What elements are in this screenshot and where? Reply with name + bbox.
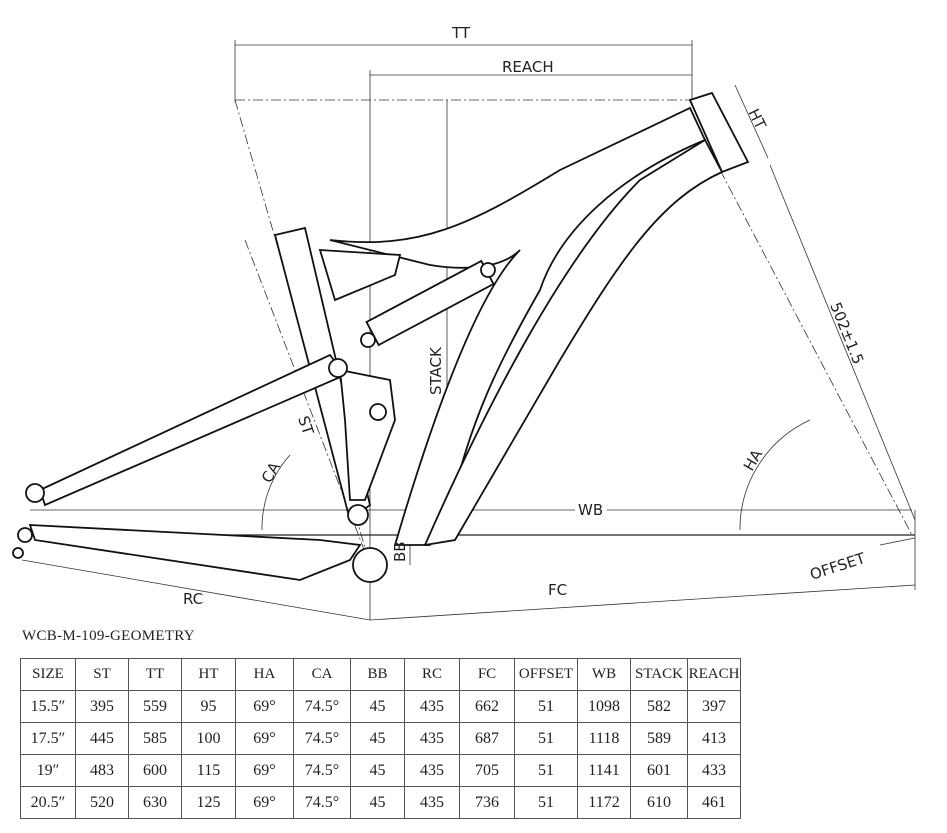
table-cell: 610 [630, 786, 688, 819]
label-fc: FC [548, 581, 567, 599]
table-cell: 45 [350, 722, 405, 755]
table-cell: 397 [687, 690, 741, 723]
label-stack: STACK [427, 346, 445, 395]
table-cell: 51 [514, 754, 578, 787]
table-cell: 69° [235, 754, 294, 787]
header-cell: OFFSET [514, 658, 578, 691]
table-cell: 600 [128, 754, 182, 787]
table-cell: 413 [687, 722, 741, 755]
table-cell: 69° [235, 722, 294, 755]
table-cell: 69° [235, 786, 294, 819]
table-cell: 1098 [577, 690, 631, 723]
table-cell: 662 [459, 690, 515, 723]
table-cell: 69° [235, 690, 294, 723]
table-cell: 74.5° [293, 786, 351, 819]
table-cell: 45 [350, 690, 405, 723]
header-cell: SIZE [20, 658, 76, 691]
bike-frame [12, 91, 750, 583]
table-cell: 74.5° [293, 690, 351, 723]
header-cell: STACK [630, 658, 688, 691]
table-cell: 115 [181, 754, 236, 787]
label-st: ST [294, 414, 317, 438]
table-cell: 1172 [577, 786, 631, 819]
label-tt: TT [451, 24, 471, 42]
table-cell: 445 [75, 722, 129, 755]
table-header-row: SIZE ST TT HT HA CA BB RC FC OFFSET WB S… [20, 658, 741, 691]
table-cell: 435 [404, 754, 460, 787]
table-cell: 435 [404, 722, 460, 755]
table-cell: 435 [404, 786, 460, 819]
header-cell: WB [577, 658, 631, 691]
table-cell: 736 [459, 786, 515, 819]
table-cell: 51 [514, 786, 578, 819]
header-cell: HT [181, 658, 236, 691]
table-cell: 435 [404, 690, 460, 723]
label-wb: WB [578, 501, 603, 519]
header-cell: CA [293, 658, 351, 691]
label-reach: REACH [502, 58, 554, 76]
header-cell: ST [75, 658, 129, 691]
table-cell: 483 [75, 754, 129, 787]
table-cell: 630 [128, 786, 182, 819]
geometry-table: SIZE ST TT HT HA CA BB RC FC OFFSET WB S… [20, 658, 741, 819]
table-cell: 705 [459, 754, 515, 787]
header-cell: HA [235, 658, 294, 691]
size-cell: 17.5″ [20, 722, 76, 755]
label-ha: HA [740, 446, 767, 474]
header-cell: REACH [687, 658, 741, 691]
table-cell: 51 [514, 690, 578, 723]
frame-geometry-drawing: TT REACH HT STACK ST CA HA 502±1.5 WB BB… [12, 24, 916, 621]
table-cell: 74.5° [293, 722, 351, 755]
header-cell: FC [459, 658, 515, 691]
label-bb: BB [391, 541, 409, 562]
table-cell: 100 [181, 722, 236, 755]
table-cell: 433 [687, 754, 741, 787]
table-cell: 687 [459, 722, 515, 755]
table-cell: 51 [514, 722, 578, 755]
label-rc: RC [183, 590, 203, 608]
label-offset: OFFSET [808, 549, 869, 584]
table-cell: 395 [75, 690, 129, 723]
table-cell: 95 [181, 690, 236, 723]
table-cell: 45 [350, 786, 405, 819]
header-cell: TT [128, 658, 182, 691]
label-ht: HT [744, 106, 770, 133]
header-cell: BB [350, 658, 405, 691]
model-title: WCB-M-109-GEOMETRY [22, 628, 195, 644]
label-fork-length: 502±1.5 [826, 300, 867, 367]
table-cell: 1118 [577, 722, 631, 755]
label-ca: CA [258, 458, 284, 486]
table-cell: 461 [687, 786, 741, 819]
header-cell: RC [404, 658, 460, 691]
table-cell: 520 [75, 786, 129, 819]
table-cell: 582 [630, 690, 688, 723]
table-cell: 125 [181, 786, 236, 819]
table-cell: 585 [128, 722, 182, 755]
size-cell: 20.5″ [20, 786, 76, 819]
table-cell: 45 [350, 754, 405, 787]
table-cell: 589 [630, 722, 688, 755]
table-cell: 1141 [577, 754, 631, 787]
table-cell: 559 [128, 690, 182, 723]
size-cell: 15.5″ [20, 690, 76, 723]
table-cell: 601 [630, 754, 688, 787]
table-cell: 74.5° [293, 754, 351, 787]
size-cell: 19″ [20, 754, 76, 787]
